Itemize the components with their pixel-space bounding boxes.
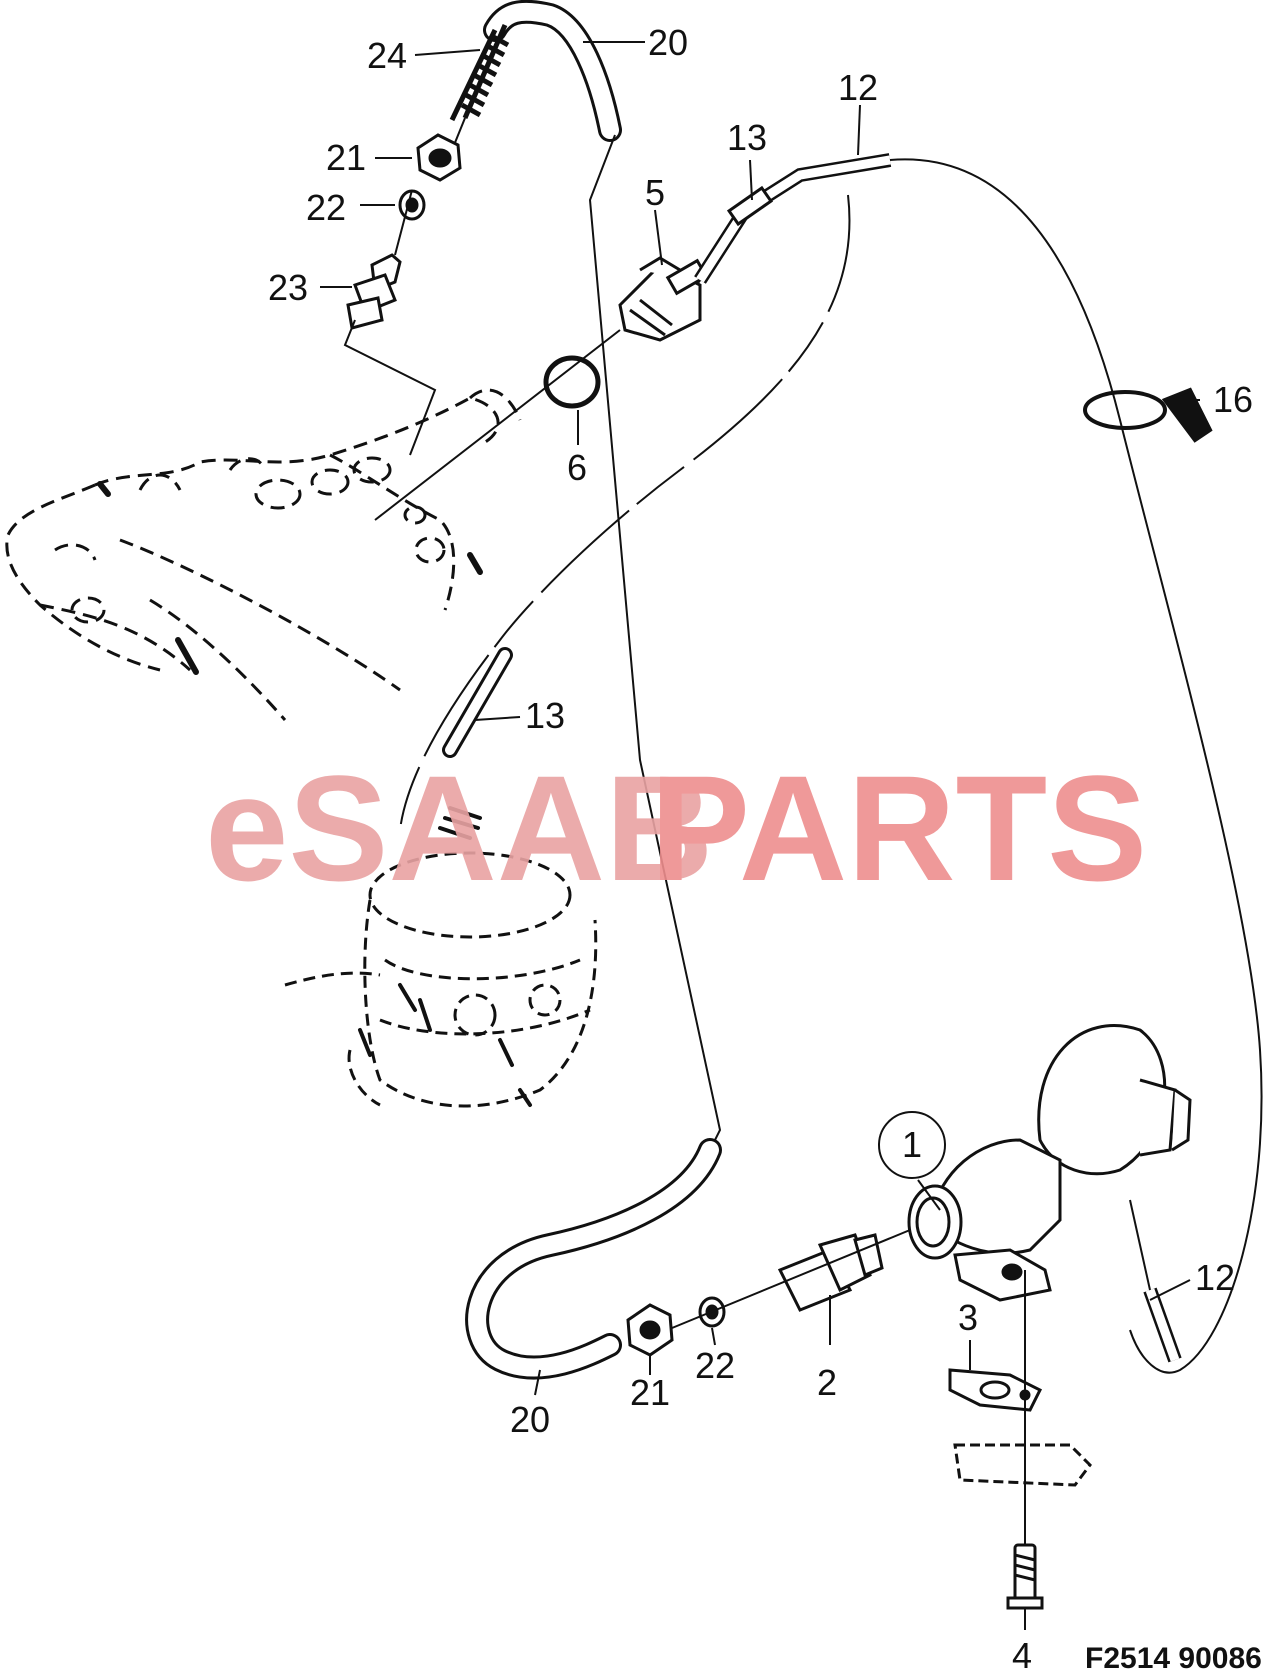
plate: [953, 1443, 1092, 1487]
connector-line: [343, 319, 437, 456]
callout-23: 23: [268, 267, 308, 308]
carburettor-outline: [284, 851, 598, 1108]
callout-12-bottom: 12: [1195, 1257, 1235, 1298]
connector-line: [394, 189, 413, 256]
union-23: [346, 253, 402, 330]
callout-2: 2: [817, 1362, 837, 1403]
spring-24: [449, 24, 510, 122]
hose-12-13-upper: [694, 153, 892, 284]
nut-21-lower: [626, 1303, 674, 1357]
callout-13-mid: 13: [525, 695, 565, 736]
olive-22-upper: [398, 189, 426, 221]
leader-lines: [320, 41, 1200, 1396]
hose-12-lower: [1143, 1287, 1182, 1363]
callout-labels: 24 20 21 22 23 12 13 5 6 16 13 1 12 3 20…: [268, 22, 1253, 1676]
callout-circle-1: [878, 1111, 946, 1179]
sensor-5: [618, 256, 709, 342]
callout-13-top: 13: [727, 117, 767, 158]
clip-16: [1083, 387, 1213, 443]
union-2: [777, 1233, 884, 1312]
callout-5: 5: [645, 172, 665, 213]
connector-line: [1129, 1199, 1151, 1291]
callout-22-top: 22: [306, 187, 346, 228]
callout-16: 16: [1213, 379, 1253, 420]
watermark-suffix: PARTS: [650, 744, 1147, 912]
callout-21-bottom: 21: [630, 1372, 670, 1413]
vacuum-unit-1: [907, 1024, 1192, 1302]
watermark: eSAAB PARTS: [205, 744, 1147, 912]
callout-20-top: 20: [648, 22, 688, 63]
callout-22-bottom: 22: [695, 1345, 735, 1386]
callout-12-top: 12: [838, 67, 878, 108]
callout-24: 24: [367, 35, 407, 76]
hose-20-lower: [465, 1138, 722, 1380]
intake-manifold-outline: [5, 388, 522, 721]
hose-13-mid: [442, 647, 513, 758]
bolt-4: [1006, 1543, 1044, 1610]
connector-line: [374, 329, 621, 521]
callout-6: 6: [567, 447, 587, 488]
connector-line: [671, 1229, 911, 1329]
callout-1: 1: [902, 1124, 922, 1165]
carburettor-shading: [358, 806, 532, 1107]
hose-20-upper: [483, 0, 622, 142]
hose-13-line: [399, 194, 851, 831]
hose-12-line: [889, 158, 1263, 1374]
callout-21-top: 21: [326, 137, 366, 178]
figure-code: F2514 90086: [1085, 1642, 1262, 1675]
manifold-detail-marks: [97, 481, 483, 675]
callout-20-bottom: 20: [510, 1399, 550, 1440]
callout-3: 3: [958, 1297, 978, 1338]
nut-21-upper: [416, 133, 462, 182]
vacuum-line: [588, 134, 722, 1151]
gasket-3: [948, 1368, 1043, 1412]
o-ring-6: [543, 355, 601, 409]
callout-4: 4: [1012, 1635, 1032, 1675]
watermark-prefix: eSAAB: [205, 744, 713, 912]
